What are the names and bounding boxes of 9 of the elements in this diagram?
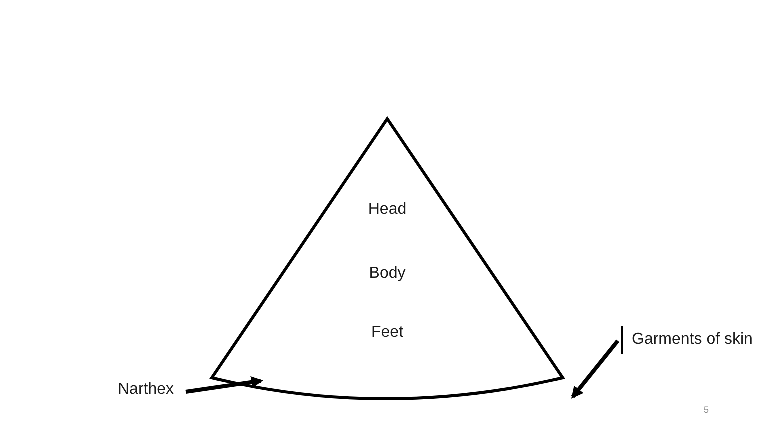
- part-label: Head: [368, 200, 407, 220]
- annotation-text: Garments of skin: [621, 326, 763, 354]
- arrow: [186, 376, 264, 394]
- part-label: Feet: [372, 323, 404, 343]
- slide-number: 5: [704, 405, 710, 416]
- text-label: Narthex: [118, 379, 186, 401]
- arrow: [571, 340, 620, 399]
- part-label: Body: [369, 264, 406, 284]
- triangle-shape: [209, 116, 566, 403]
